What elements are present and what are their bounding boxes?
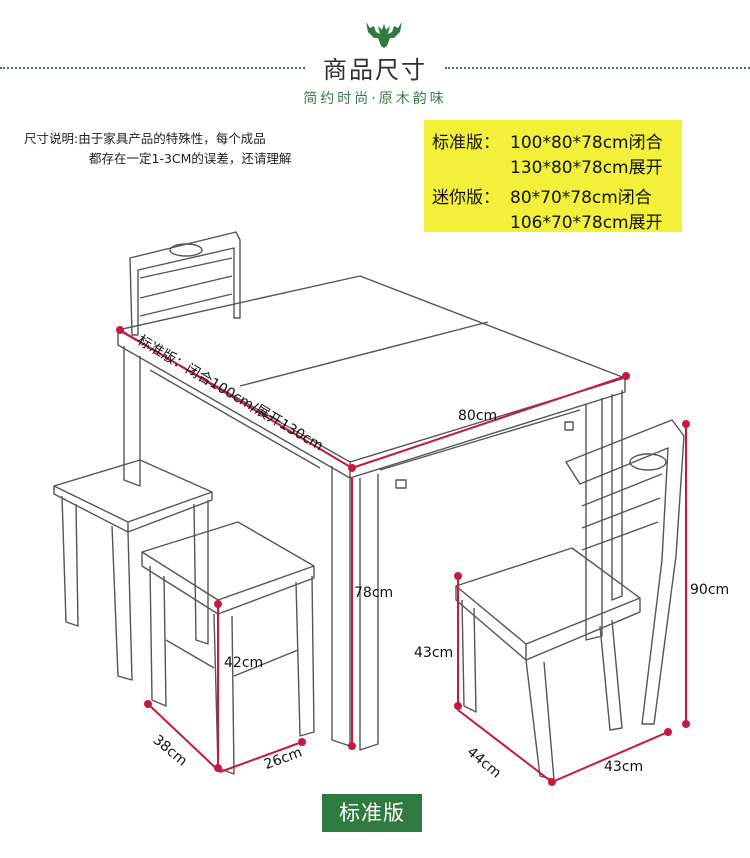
standard-open-size: 130*80*78cm展开 [510, 158, 663, 178]
standard-closed-size: 100*80*78cm闭合 [510, 133, 663, 153]
right-chair-drawing [455, 419, 685, 781]
version-badge: 标准版 [322, 794, 422, 832]
mini-closed-size: 80*70*78cm闭合 [510, 188, 652, 208]
chair-seat-height-label: 43cm [414, 645, 454, 661]
table-depth-label: 80cm [458, 408, 498, 424]
table-drawing [117, 275, 626, 751]
back-chair-drawing [129, 231, 241, 336]
table-height-label: 78cm [354, 585, 394, 601]
spec-panel: 标准版： 100*80*78cm闭合 130*80*78cm展开 迷你版： 80… [424, 120, 682, 233]
deer-head-icon [366, 22, 402, 48]
chair-width-label: 43cm [604, 759, 644, 775]
left-stool-drawing [53, 459, 213, 681]
chair-height-label: 90cm [690, 582, 730, 598]
front-stool-drawing [141, 521, 315, 775]
page-subtitle: 简约时尚·原木韵味 [303, 91, 447, 107]
header-divider-right [445, 67, 750, 69]
mini-label: 迷你版： [432, 188, 500, 208]
header-divider-left [0, 67, 305, 69]
page-title: 商品尺寸 [323, 56, 427, 84]
standard-label: 标准版： [432, 133, 500, 153]
size-note-line2: 都存在一定1-3CM的误差，还请理解 [89, 151, 292, 166]
mini-open-size: 106*70*78cm展开 [510, 213, 663, 233]
dimension-lines [116, 326, 690, 786]
size-note-line1: 尺寸说明:由于家具产品的特殊性，每个成品 [24, 131, 266, 146]
stool-height-label: 42cm [224, 655, 264, 671]
